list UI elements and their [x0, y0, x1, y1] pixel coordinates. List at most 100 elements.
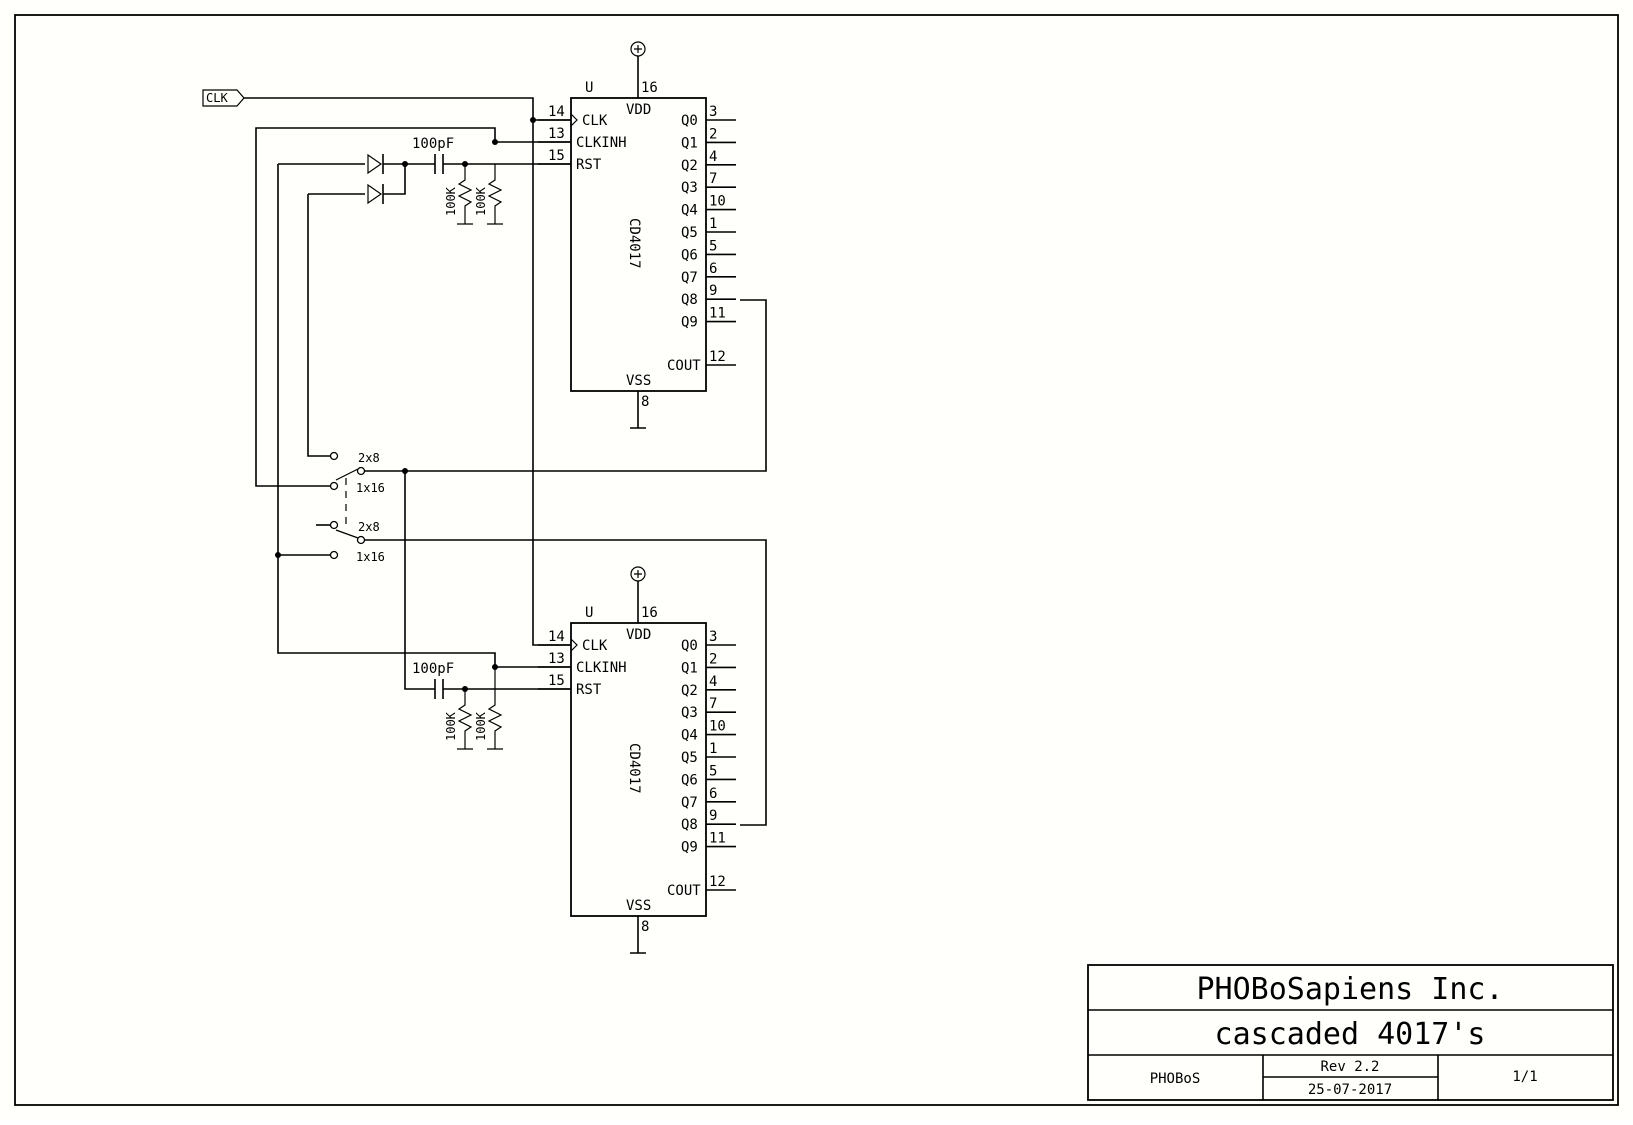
pin-number: 6 — [709, 786, 717, 802]
pin-number: 13 — [548, 126, 565, 142]
pin-vdd-num: 16 — [641, 80, 658, 96]
pin-name: CLK — [582, 113, 608, 129]
chip-2: UVDD16VSS8CD401714CLK13CLKINH15RSTQ03Q12… — [538, 566, 736, 954]
switch-b-1x16-label: 1x16 — [356, 550, 385, 564]
pin-number: 2 — [709, 126, 717, 142]
capacitor-top: 100pF — [412, 136, 465, 174]
pin-number: 1 — [709, 216, 717, 232]
pin-number: 12 — [709, 349, 726, 365]
title-block-title: cascaded 4017's — [1215, 1017, 1486, 1052]
pin-name: CLKINH — [576, 660, 627, 676]
ground-symbol — [630, 916, 646, 954]
pin-name: Q3 — [681, 180, 698, 196]
chips: UVDD16VSS8CD401714CLK13CLKINH15RSTQ03Q12… — [538, 41, 736, 954]
vdd-plus-sign — [634, 570, 642, 578]
title-block-date: 25-07-2017 — [1308, 1082, 1392, 1098]
pin-name: Q1 — [681, 660, 698, 676]
pin-vdd-label: VDD — [626, 102, 651, 118]
diode-2 — [367, 183, 384, 205]
pin-number: 14 — [548, 104, 565, 120]
vdd-supply-symbol — [630, 566, 646, 582]
clock-edge-marker — [570, 638, 578, 652]
pin-number: 5 — [709, 238, 717, 254]
pin-name: Q5 — [681, 225, 698, 241]
dpdt-switch: 2x8 1x16 2x8 1x16 — [329, 451, 385, 564]
vdd-supply-symbol — [630, 41, 646, 57]
pin-number: 14 — [548, 629, 565, 645]
pin-name: COUT — [667, 358, 701, 374]
title-block-revision: Rev 2.2 — [1320, 1059, 1379, 1075]
chip-part-name: CD4017 — [626, 218, 642, 269]
pin-name: Q2 — [681, 158, 698, 174]
switch-b-2x8-label: 2x8 — [358, 520, 380, 534]
pin-number: 5 — [709, 763, 717, 779]
pin-number: 2 — [709, 651, 717, 667]
resistor-top-2-value: 100K — [474, 186, 488, 216]
clk-net-label: CLK — [202, 89, 245, 107]
pin-number: 11 — [709, 831, 726, 847]
chip-part-name: CD4017 — [626, 743, 642, 794]
pin-name: Q1 — [681, 135, 698, 151]
pin-name: Q6 — [681, 247, 698, 263]
pin-number: 12 — [709, 874, 726, 890]
pin-number: 15 — [548, 148, 565, 164]
ground-symbol — [630, 391, 646, 429]
title-block-sheet: 1/1 — [1512, 1069, 1537, 1085]
pin-number: 10 — [709, 194, 726, 210]
pin-number: 4 — [709, 674, 717, 690]
pin-name: Q7 — [681, 270, 698, 286]
pin-name: Q5 — [681, 750, 698, 766]
pin-name: Q4 — [681, 203, 698, 219]
pin-name: CLK — [582, 638, 608, 654]
sheet-border — [14, 14, 1619, 1106]
pin-name: COUT — [667, 883, 701, 899]
resistor-top-1-value: 100K — [444, 186, 458, 216]
pin-number: 4 — [709, 149, 717, 165]
pin-number: 7 — [709, 696, 717, 712]
pin-number: 15 — [548, 673, 565, 689]
switch-a-2x8-label: 2x8 — [358, 451, 380, 465]
vdd-plus-sign — [634, 45, 642, 53]
pin-name: Q8 — [681, 817, 698, 833]
clk-net-label-text: CLK — [206, 91, 228, 105]
pin-number: 13 — [548, 651, 565, 667]
pin-name: CLKINH — [576, 135, 627, 151]
resistor-bottom-1-value: 100K — [444, 711, 458, 741]
pin-number: 6 — [709, 261, 717, 277]
pin-name: RST — [576, 157, 602, 173]
pin-number: 3 — [709, 629, 717, 645]
pin-name: RST — [576, 682, 602, 698]
capacitor-bottom-value: 100pF — [412, 661, 454, 677]
pin-number: 9 — [709, 283, 717, 299]
pin-vss-label: VSS — [626, 898, 651, 914]
resistor-bottom-2: 100K — [474, 667, 503, 750]
pin-number: 9 — [709, 808, 717, 824]
diode-1 — [367, 153, 384, 175]
pin-name: Q2 — [681, 683, 698, 699]
resistor-top-2: 100K — [474, 164, 503, 225]
pin-vdd-label: VDD — [626, 627, 651, 643]
pin-number: 11 — [709, 306, 726, 322]
chip-ref: U — [585, 80, 593, 96]
capacitor-bottom: 100pF — [412, 661, 465, 699]
pin-number: 3 — [709, 104, 717, 120]
resistor-top-1: 100K — [444, 164, 473, 225]
pin-vss-num: 8 — [641, 394, 649, 410]
chip-ref: U — [585, 605, 593, 621]
pin-number: 7 — [709, 171, 717, 187]
pin-name: Q0 — [681, 113, 698, 129]
title-block: PHOBoSapiens Inc. cascaded 4017's PHOBoS… — [1087, 964, 1614, 1101]
pin-name: Q9 — [681, 315, 698, 331]
pin-name: Q0 — [681, 638, 698, 654]
pin-number: 1 — [709, 741, 717, 757]
resistor-bottom-1: 100K — [444, 689, 473, 750]
pin-vss-label: VSS — [626, 373, 651, 389]
capacitor-top-value: 100pF — [412, 136, 454, 152]
pin-name: Q3 — [681, 705, 698, 721]
pin-name: Q8 — [681, 292, 698, 308]
title-block-author: PHOBoS — [1150, 1071, 1201, 1087]
pin-name: Q7 — [681, 795, 698, 811]
clock-edge-marker — [570, 113, 578, 127]
pin-name: Q4 — [681, 728, 698, 744]
